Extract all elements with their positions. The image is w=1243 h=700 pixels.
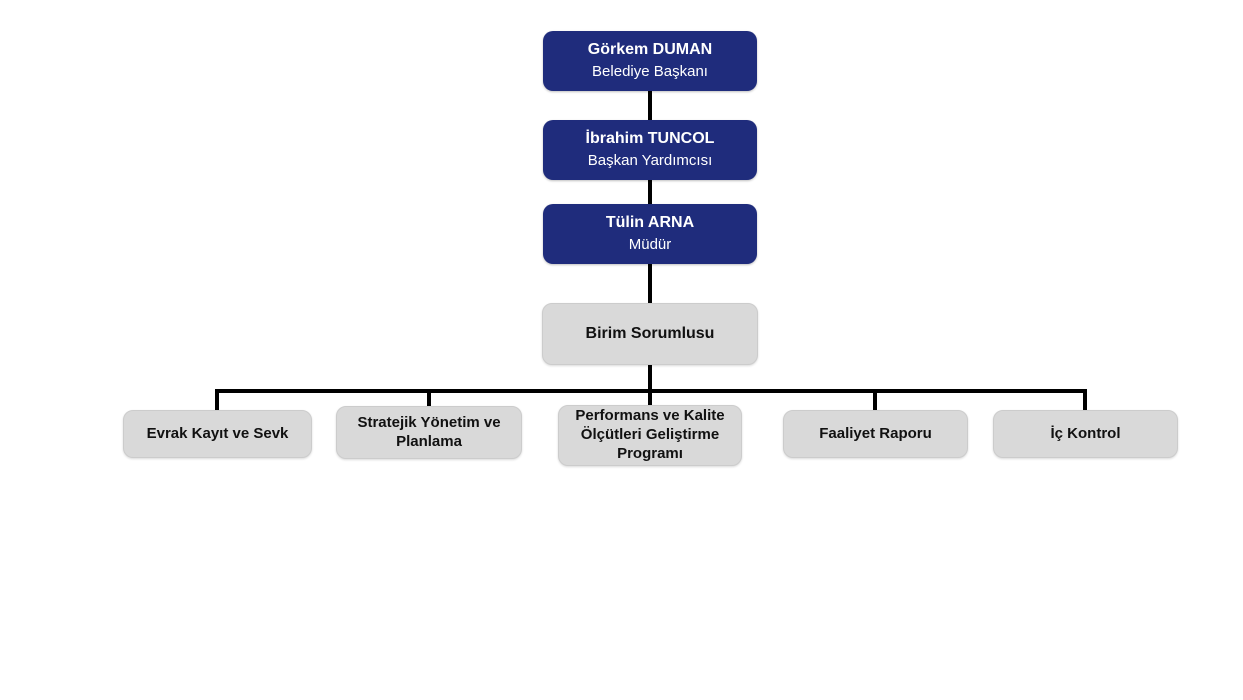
org-node-unit-stratejik-yonetim: Stratejik Yönetim ve Planlama <box>336 406 522 459</box>
org-node-unit-ic-kontrol: İç Kontrol <box>993 410 1178 458</box>
connector-drop-unit-4 <box>1083 389 1087 410</box>
connector-drop-unit-3 <box>873 389 877 410</box>
connector-drop-unit-2 <box>648 389 652 405</box>
connector-mayor-deputy <box>648 91 652 120</box>
deputy-role: Başkan Yardımcısı <box>587 152 713 170</box>
connector-drop-unit-0 <box>215 389 219 410</box>
unit-label: Stratejik Yönetim ve Planlama <box>357 413 501 450</box>
org-node-unit-evrak-kayit: Evrak Kayıt ve Sevk <box>123 410 312 458</box>
deputy-name: İbrahim TUNCOL <box>585 130 715 148</box>
unit-label: Performans ve Kalite Ölçütleri Geliştirm… <box>575 407 725 462</box>
unit-label: Evrak Kayıt ve Sevk <box>146 424 289 442</box>
org-node-deputy-mayor: İbrahim TUNCOL Başkan Yardımcısı <box>543 120 757 180</box>
org-node-unit-lead: Birim Sorumlusu <box>542 303 758 365</box>
connector-lead-to-bar <box>648 365 652 391</box>
director-name: Tülin ARNA <box>605 214 695 232</box>
unit-label: İç Kontrol <box>1050 424 1121 442</box>
mayor-name: Görkem DUMAN <box>587 41 713 59</box>
org-node-unit-performans-kalite: Performans ve Kalite Ölçütleri Geliştirm… <box>558 405 742 466</box>
mayor-role: Belediye Başkanı <box>592 63 708 81</box>
connector-drop-unit-1 <box>427 389 431 407</box>
director-role: Müdür <box>628 236 672 254</box>
unit-lead-label: Birim Sorumlusu <box>585 325 715 342</box>
org-node-director: Tülin ARNA Müdür <box>543 204 757 264</box>
connector-deputy-director <box>648 180 652 204</box>
org-node-mayor: Görkem DUMAN Belediye Başkanı <box>543 31 757 91</box>
unit-label: Faaliyet Raporu <box>819 424 932 442</box>
connector-director-lead <box>648 264 652 303</box>
org-node-unit-faaliyet-raporu: Faaliyet Raporu <box>783 410 968 458</box>
